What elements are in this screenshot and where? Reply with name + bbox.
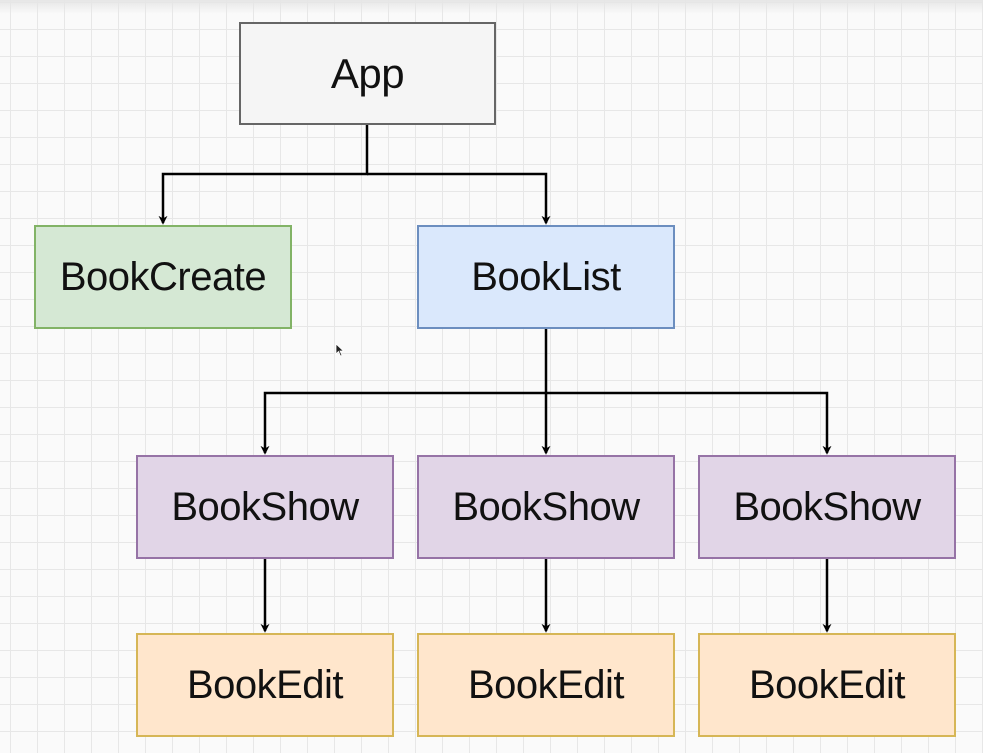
node-bookshow-2[interactable]: BookShow — [417, 455, 675, 559]
node-bookcreate[interactable]: BookCreate — [34, 225, 292, 329]
node-label: BookShow — [171, 484, 359, 529]
node-label: BookShow — [733, 484, 921, 529]
node-label: BookEdit — [467, 662, 625, 707]
node-bookedit-1[interactable]: BookEdit — [136, 633, 394, 737]
edge-app-booklist — [367, 172, 551, 225]
node-bookedit-3[interactable]: BookEdit — [698, 633, 956, 737]
node-bookshow-1[interactable]: BookShow — [136, 455, 394, 559]
node-label: BookEdit — [186, 662, 344, 707]
edge-app-bookcreate — [158, 125, 369, 225]
mouse-cursor-icon — [335, 343, 345, 357]
node-label: BookShow — [452, 484, 640, 529]
node-booklist[interactable]: BookList — [417, 225, 675, 329]
node-bookedit-2[interactable]: BookEdit — [417, 633, 675, 737]
edge-booklist-bookshow-1 — [260, 329, 548, 455]
node-app[interactable]: App — [239, 22, 496, 125]
node-bookshow-3[interactable]: BookShow — [698, 455, 956, 559]
top-shadow — [0, 0, 983, 14]
node-label: App — [330, 49, 405, 97]
node-label: BookEdit — [748, 662, 906, 707]
node-label: BookList — [471, 254, 621, 299]
node-label: BookCreate — [59, 254, 267, 299]
edge-booklist-bookshow-3 — [546, 391, 832, 455]
